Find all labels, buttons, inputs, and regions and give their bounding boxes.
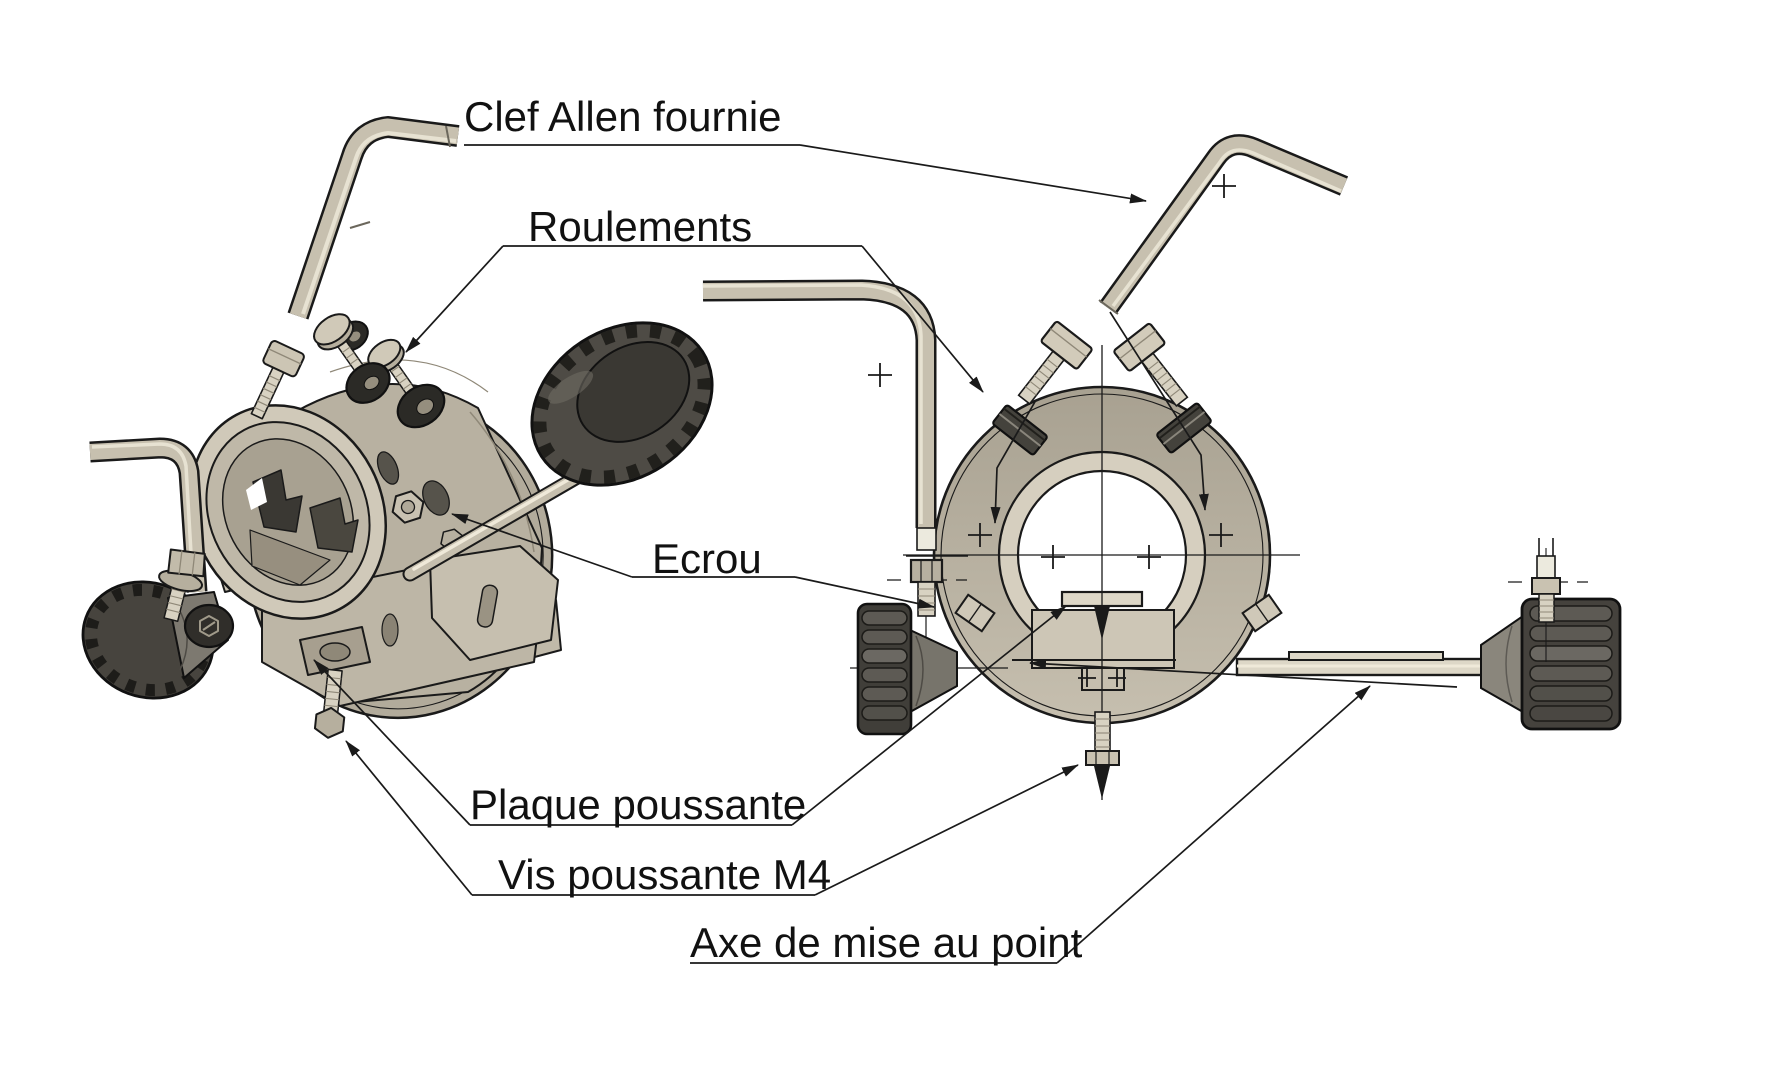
allen-key-front-top xyxy=(1098,134,1349,315)
front-screw-right xyxy=(1113,322,1189,408)
knob-exploded xyxy=(530,321,714,487)
front-nut-right xyxy=(1241,593,1283,633)
hex-nut xyxy=(391,490,425,524)
front-nut-left xyxy=(954,593,996,633)
knob-bottom-left xyxy=(81,580,235,700)
label-nut: Ecrou xyxy=(652,535,762,582)
front-screw-left xyxy=(1017,320,1093,406)
screw-bearing-cluster xyxy=(250,313,446,429)
focus-shaft-rod xyxy=(402,457,606,582)
label-focus-axis: Axe de mise au point xyxy=(690,919,1083,966)
push-screw-front xyxy=(1085,711,1120,766)
allen-key-top xyxy=(287,116,460,320)
label-push-screw: Vis poussante M4 xyxy=(498,851,832,898)
assembly-arrows xyxy=(1094,606,1110,799)
bearing xyxy=(345,362,391,404)
bearing xyxy=(396,383,446,429)
face-details xyxy=(376,451,464,647)
knob-screw xyxy=(1508,538,1588,662)
knob-front-left xyxy=(850,602,1008,736)
label-allen-key: Clef Allen fournie xyxy=(464,93,782,140)
knob-front-right xyxy=(1480,538,1622,731)
label-bearings: Roulements xyxy=(528,203,753,250)
leader-lines xyxy=(313,144,1458,964)
hex-screw-small xyxy=(158,548,206,623)
label-push-plate: Plaque poussante xyxy=(470,781,807,828)
push-screw-exploded xyxy=(313,668,346,739)
cavity-cutouts xyxy=(246,469,359,586)
plus-marks xyxy=(868,174,1236,687)
exploded-view xyxy=(81,116,714,739)
front-view xyxy=(702,134,1622,800)
allen-key-front-left xyxy=(702,279,968,660)
focus-axis-bar xyxy=(1235,651,1496,677)
